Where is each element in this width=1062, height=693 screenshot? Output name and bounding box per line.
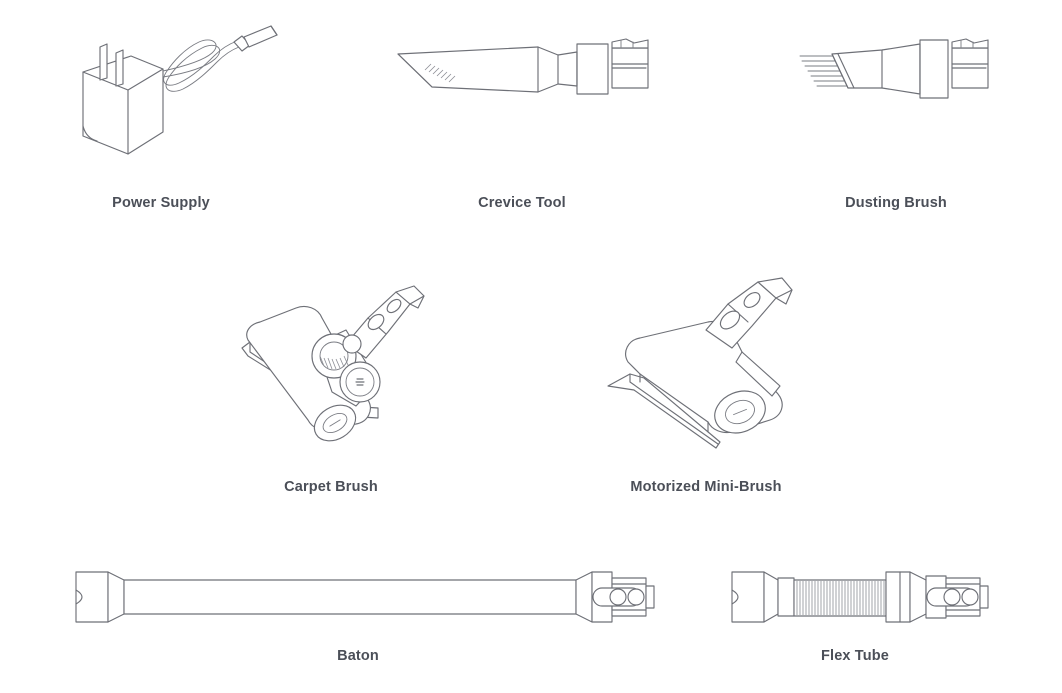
accessory-baton: Baton [56, 560, 660, 663]
dusting-bristles [799, 55, 852, 87]
accessory-power-supply: Power Supply [36, 14, 286, 210]
power-supply-art-wrap [36, 14, 286, 189]
crevice-texture [424, 63, 456, 83]
accessory-label-motorized-mini-brush: Motorized Mini-Brush [630, 479, 782, 495]
accessory-label-dusting-brush: Dusting Brush [845, 195, 947, 211]
flex-tube-art-wrap [714, 560, 996, 640]
accessory-label-carpet-brush: Carpet Brush [284, 479, 378, 495]
crevice-tool-illustration [397, 38, 649, 95]
dusting-brush-illustration [799, 38, 989, 99]
accessory-crevice-tool: Crevice Tool [390, 14, 654, 210]
crevice-tool-art-wrap [390, 14, 654, 189]
carpet-brush-illustration [241, 285, 425, 442]
accessory-label-power-supply: Power Supply [112, 195, 210, 211]
dusting-brush-art-wrap [772, 14, 1020, 189]
accessory-dusting-brush: Dusting Brush [772, 14, 1020, 210]
mini-brush-art-wrap [600, 277, 812, 472]
accessory-label-crevice-tool: Crevice Tool [478, 195, 566, 211]
carpet-brush-art-wrap [228, 282, 434, 472]
motorized-mini-brush-illustration [607, 277, 793, 449]
accessory-label-flex-tube: Flex Tube [821, 648, 889, 664]
baton-illustration [75, 571, 655, 623]
accessory-motorized-mini-brush: Motorized Mini-Brush [600, 277, 812, 494]
power-supply-illustration [82, 25, 278, 155]
flex-tube-illustration [731, 571, 989, 623]
flex-tube-corrugation [796, 581, 885, 615]
accessory-label-baton: Baton [337, 648, 379, 664]
accessory-flex-tube: Flex Tube [714, 560, 996, 663]
carpet-gear-teeth [319, 355, 349, 370]
baton-art-wrap [56, 560, 660, 640]
accessory-carpet-brush: Carpet Brush [228, 282, 434, 494]
